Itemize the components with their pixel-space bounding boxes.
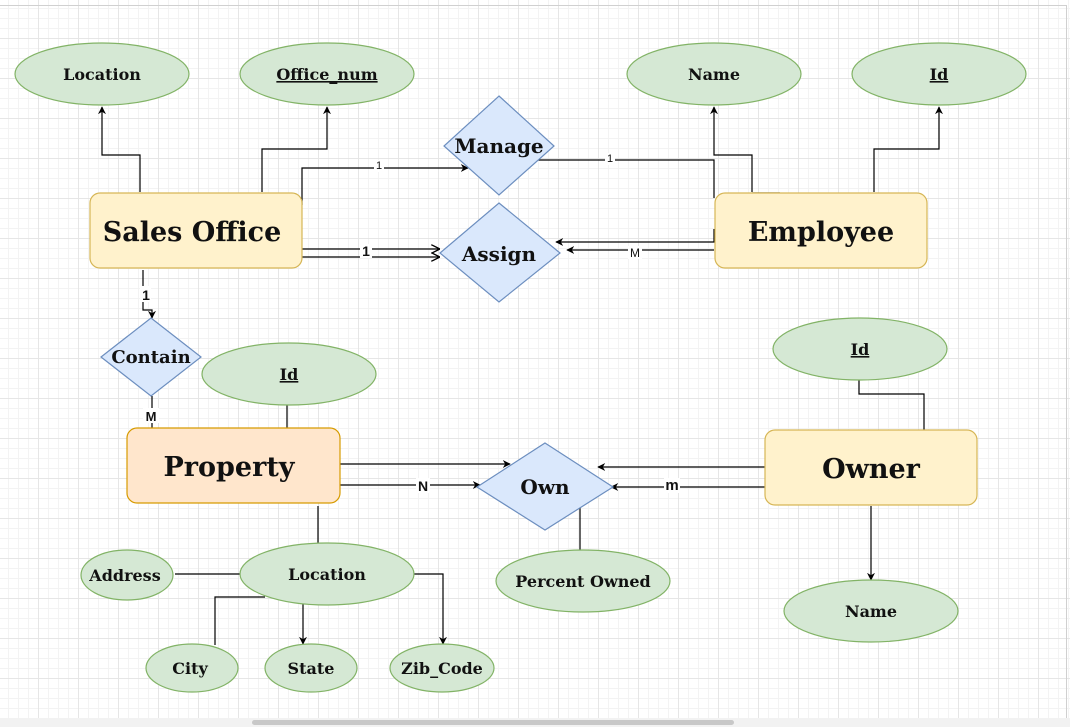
entity-owner-label: Owner (822, 454, 921, 485)
attribute-state-label: State (288, 659, 335, 678)
attribute-zib-code: Zib_Code (389, 643, 495, 693)
edge-employee-name (710, 106, 753, 192)
entities: Sales Office Employee Property Owner (89, 192, 978, 506)
relationship-manage: Manage (443, 95, 555, 196)
attribute-owner-id-label: Id (851, 340, 870, 359)
relationship-own-label: Own (520, 475, 570, 499)
attributes: Location Office_num Name Id Id Id Addres… (14, 42, 1027, 693)
edge-sales-officenum (261, 106, 331, 192)
attribute-property-id: Id (201, 342, 377, 406)
relationship-manage-label: Manage (454, 134, 543, 158)
entity-property-label: Property (164, 452, 296, 483)
entity-employee-label: Employee (748, 217, 894, 248)
entity-employee: Employee (714, 192, 928, 269)
attribute-percent-owned-label: Percent Owned (515, 572, 650, 591)
edge-employee-id (873, 106, 943, 192)
cardinality-manage-employee: 1 (607, 153, 613, 165)
attribute-property-id-label: Id (280, 365, 299, 384)
attribute-sales-location-label: Location (63, 65, 141, 84)
relationship-assign-label: Assign (461, 242, 537, 266)
attribute-employee-name: Name (626, 42, 802, 106)
relationship-contain: Contain (100, 317, 202, 397)
cardinality-assign-sales: 1 (362, 243, 370, 259)
relationship-contain-label: Contain (111, 347, 190, 368)
cardinality-contain-sales: 1 (142, 287, 150, 303)
relationships: Manage Assign Contain Own (100, 95, 615, 531)
edge-employee-assign (555, 229, 715, 246)
attribute-property-location-label: Location (288, 565, 366, 584)
attribute-address-label: Address (88, 566, 160, 585)
edge-ownerid-owner (858, 380, 925, 430)
cardinality-own-owner: m (665, 477, 678, 494)
entity-sales-office: Sales Office (89, 192, 303, 269)
attribute-address: Address (80, 549, 174, 601)
attribute-zib-code-label: Zib_Code (401, 659, 483, 678)
edge-sales-location (98, 106, 141, 192)
attribute-owner-name: Name (783, 579, 959, 643)
relationship-own: Own (475, 442, 615, 531)
attribute-state: State (264, 643, 358, 693)
attribute-employee-id-label: Id (930, 65, 949, 84)
relationship-assign: Assign (439, 202, 561, 303)
cardinality-labels: 1 1 1 M 1 M N m (140, 153, 680, 494)
cardinality-own-property: N (418, 478, 428, 494)
edge-sales-manage (301, 164, 469, 205)
attribute-office-num: Office_num (239, 42, 415, 106)
cardinality-contain-property: M (146, 409, 157, 424)
entity-property: Property (126, 427, 341, 504)
entity-owner: Owner (764, 429, 978, 506)
attribute-property-location: Location (239, 542, 415, 606)
attribute-office-num-label: Office_num (276, 65, 377, 84)
edge-location-zib (414, 573, 447, 645)
attribute-employee-id: Id (851, 42, 1027, 106)
cardinality-manage-sales: 1 (376, 160, 382, 172)
attribute-employee-name-label: Name (688, 65, 740, 84)
attribute-owner-id: Id (772, 317, 948, 381)
attribute-city-label: City (172, 659, 208, 678)
attribute-percent-owned: Percent Owned (495, 549, 671, 613)
attribute-sales-location: Location (14, 42, 190, 106)
edge-location-city (214, 596, 265, 645)
scrollbar-thumb[interactable] (252, 720, 734, 725)
entity-sales-office-label: Sales Office (103, 217, 282, 248)
cardinality-assign-employee: M (630, 246, 640, 260)
edge-manage-employee (537, 159, 715, 198)
attribute-city: City (145, 643, 239, 693)
attribute-owner-name-label: Name (845, 602, 897, 621)
